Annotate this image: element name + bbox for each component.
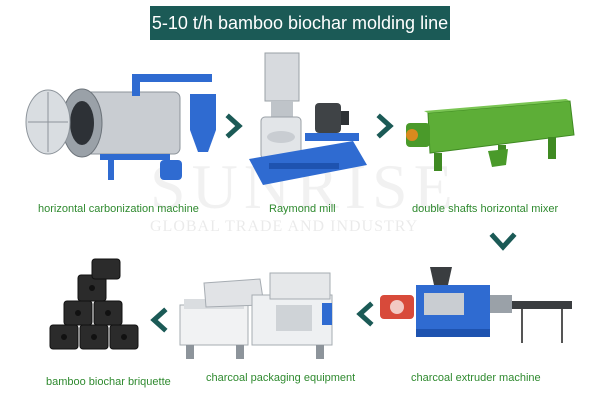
carbonization-machine-icon <box>25 74 216 180</box>
arrow-left-icon <box>356 301 374 327</box>
arrow-right-icon <box>225 113 243 139</box>
arrow-right-icon <box>376 113 394 139</box>
label-briquette: bamboo biochar briquette <box>46 376 171 388</box>
arrow-down-icon <box>489 232 517 251</box>
label-horizontal-mixer: double shafts horizontal mixer <box>412 203 559 215</box>
horizontal-mixer-icon <box>406 99 575 171</box>
label-packaging-equipment: charcoal packaging equipment <box>206 372 356 384</box>
extruder-machine-icon <box>380 267 572 343</box>
briquette-icon <box>49 258 139 350</box>
arrow-left-icon <box>150 307 168 333</box>
label-raymond-mill: Raymond mill <box>269 203 336 215</box>
page-title: 5-10 t/h bamboo biochar molding line <box>150 6 450 40</box>
watermark-subtitle: GLOBAL TRADE AND INDUSTRY <box>150 218 419 235</box>
label-extruder-machine: charcoal extruder machine <box>411 372 541 384</box>
raymond-mill-icon <box>249 52 367 185</box>
label-carbonization-machine: horizontal carbonization machine <box>38 203 199 215</box>
packaging-equipment-icon <box>179 272 333 359</box>
